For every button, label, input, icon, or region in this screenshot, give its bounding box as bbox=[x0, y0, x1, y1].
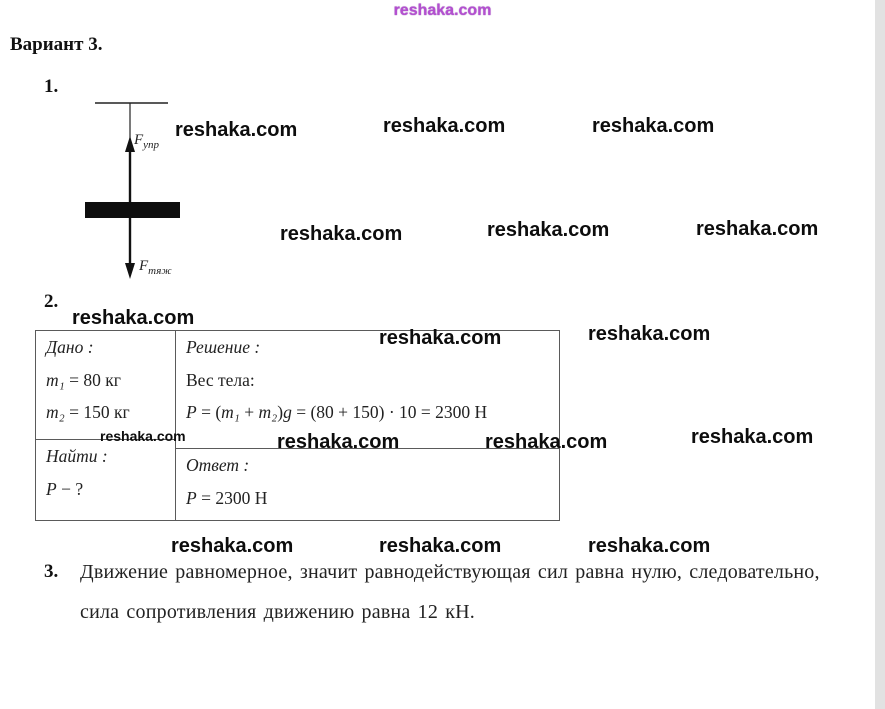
answer-cell: Ответ : P = 2300 Н bbox=[176, 448, 559, 520]
watermark: reshaka.com bbox=[171, 535, 294, 557]
watermark: reshaka.com bbox=[691, 426, 814, 448]
force-up-subscript: упр bbox=[143, 139, 160, 151]
table-column-solution: Решение : Вес тела: P = (m₁ + m₂)g = (80… bbox=[176, 331, 559, 520]
watermark: reshaka.com bbox=[379, 535, 502, 557]
answer-variable: P bbox=[186, 488, 197, 508]
problem-3-number: 3. bbox=[44, 561, 59, 582]
watermark: reshaka.com bbox=[696, 218, 819, 240]
watermark: reshaka.com bbox=[72, 307, 195, 329]
force-diagram-svg bbox=[85, 102, 180, 279]
given-m1: m₁ = 80 кг bbox=[46, 370, 165, 391]
solution-label: Решение : bbox=[186, 337, 261, 357]
m1-value: = 80 кг bbox=[64, 370, 121, 390]
watermark: reshaka.com bbox=[280, 223, 403, 245]
problem-1-number: 1. bbox=[44, 76, 59, 97]
watermark: reshaka.com bbox=[379, 327, 502, 349]
formula-m2: m₂ bbox=[258, 402, 278, 422]
watermark: reshaka.com bbox=[175, 119, 298, 141]
formula-P: P bbox=[186, 402, 197, 422]
scan-edge bbox=[875, 0, 885, 709]
watermark-top: reshaka.com bbox=[393, 2, 492, 19]
formula-g: g bbox=[283, 402, 292, 422]
force-up-label: Fупр bbox=[134, 132, 159, 151]
given-label: Дано : bbox=[46, 337, 94, 357]
table-column-given: Дано : m₁ = 80 кг m₂ = 150 кг Найти : P … bbox=[36, 331, 176, 520]
given-m2: m₂ = 150 кг bbox=[46, 402, 165, 423]
find-label: Найти : bbox=[46, 446, 108, 466]
watermark: reshaka.com bbox=[383, 115, 506, 137]
down-arrow-head bbox=[125, 263, 135, 279]
answer-label: Ответ : bbox=[186, 455, 250, 475]
m2-value: = 150 кг bbox=[64, 402, 130, 422]
find-cell: Найти : P − ? bbox=[36, 439, 175, 520]
m1-variable: m₁ bbox=[46, 370, 65, 390]
force-down-symbol: F bbox=[139, 258, 149, 274]
solution-intro: Вес тела: bbox=[186, 370, 255, 390]
solution-formula: P = (m₁ + m₂)g = (80 + 150) · 10 = 2300 … bbox=[186, 402, 549, 423]
up-arrow-head bbox=[125, 136, 135, 152]
find-value: P − ? bbox=[46, 479, 165, 500]
answer-value: P = 2300 Н bbox=[186, 488, 549, 509]
find-variable: P bbox=[46, 479, 57, 499]
find-question: − ? bbox=[56, 479, 84, 499]
watermark: reshaka.com bbox=[588, 535, 711, 557]
formula-eq1: = ( bbox=[196, 402, 222, 422]
watermark: reshaka.com bbox=[487, 219, 610, 241]
answer-number: = 2300 Н bbox=[196, 488, 268, 508]
given-cell: Дано : m₁ = 80 кг m₂ = 150 кг bbox=[36, 331, 175, 439]
watermark: reshaka.com bbox=[592, 115, 715, 137]
watermark: reshaka.com bbox=[588, 323, 711, 345]
body-bar bbox=[85, 202, 180, 218]
formula-rest: = (80 + 150) · 10 = 2300 Н bbox=[291, 402, 488, 422]
m2-variable: m₂ bbox=[46, 402, 65, 422]
watermark: reshaka.com bbox=[485, 431, 608, 453]
formula-plus: + bbox=[239, 402, 259, 422]
force-up-symbol: F bbox=[134, 132, 144, 148]
solution-cell: Решение : Вес тела: P = (m₁ + m₂)g = (80… bbox=[176, 331, 559, 448]
force-down-label: Fтяж bbox=[139, 258, 172, 277]
page-title: Вариант 3. bbox=[10, 34, 103, 55]
watermark: reshaka.com bbox=[100, 428, 186, 444]
force-diagram-figure bbox=[80, 95, 190, 290]
solution-table: Дано : m₁ = 80 кг m₂ = 150 кг Найти : P … bbox=[35, 330, 560, 521]
problem-2-number: 2. bbox=[44, 291, 59, 312]
formula-close: ) bbox=[277, 402, 284, 422]
problem-3-text-line1: Движение равномерное, значит равнодейств… bbox=[80, 561, 820, 583]
problem-3-text-line2: сила сопротивления движению равна 12 кН. bbox=[80, 601, 476, 623]
formula-m1: m₁ bbox=[221, 402, 240, 422]
force-down-subscript: тяж bbox=[148, 265, 172, 277]
watermark: reshaka.com bbox=[277, 431, 400, 453]
